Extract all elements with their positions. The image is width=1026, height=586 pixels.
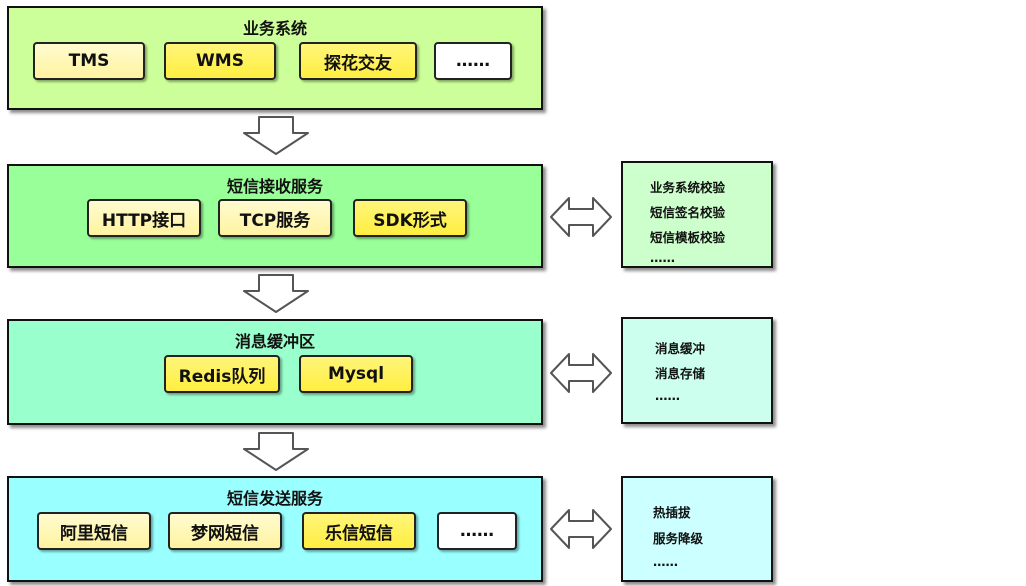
layer-sms-send-service: 短信发送服务 阿里短信 梦网短信 乐信短信 …… — [7, 476, 543, 582]
chip-tcp: TCP服务 — [218, 199, 332, 237]
chip-lexin-sms: 乐信短信 — [302, 512, 416, 550]
layer-title: 短信发送服务 — [226, 489, 323, 508]
side-item: 短信签名校验 — [650, 205, 726, 220]
layer-title: 短信接收服务 — [226, 177, 323, 196]
double-arrow-icon — [550, 509, 612, 549]
side-item: …… — [655, 388, 680, 403]
chip-more: …… — [434, 42, 512, 80]
down-arrow-icon — [243, 116, 309, 155]
side-item: 服务降级 — [653, 531, 704, 546]
side-item: 热插拔 — [653, 505, 691, 520]
side-panel-validation: 业务系统校验 短信签名校验 短信模板校验 …… — [621, 161, 773, 268]
down-arrow-icon — [243, 432, 309, 471]
side-item: 业务系统校验 — [650, 180, 726, 195]
chip-sdk: SDK形式 — [353, 199, 467, 237]
side-panel-buffer: 消息缓冲 消息存储 …… — [621, 317, 773, 424]
chip-redis: Redis队列 — [164, 355, 280, 393]
side-item: …… — [650, 250, 675, 265]
side-item: …… — [653, 554, 678, 569]
chip-more: …… — [437, 512, 517, 550]
layer-message-buffer: 消息缓冲区 Redis队列 Mysql — [7, 319, 543, 425]
side-item: 短信模板校验 — [650, 230, 726, 245]
double-arrow-icon — [550, 353, 612, 393]
side-item: 消息缓冲 — [655, 341, 706, 356]
down-arrow-icon — [243, 274, 309, 313]
chip-mysql: Mysql — [299, 355, 413, 393]
side-panel-sending: 热插拔 服务降级 …… — [621, 476, 773, 582]
layer-sms-receive-service: 短信接收服务 HTTP接口 TCP服务 SDK形式 — [7, 164, 543, 268]
chip-mengwang-sms: 梦网短信 — [168, 512, 282, 550]
chip-tms: TMS — [33, 42, 145, 80]
double-arrow-icon — [550, 197, 612, 237]
layer-business-systems: 业务系统 TMS WMS 探花交友 …… — [7, 6, 543, 110]
chip-tanhua: 探花交友 — [299, 42, 417, 80]
layer-title: 业务系统 — [242, 19, 307, 38]
chip-wms: WMS — [164, 42, 276, 80]
layer-title: 消息缓冲区 — [234, 332, 315, 351]
chip-http: HTTP接口 — [87, 199, 201, 237]
side-item: 消息存储 — [655, 366, 706, 381]
chip-aliyun-sms: 阿里短信 — [37, 512, 151, 550]
